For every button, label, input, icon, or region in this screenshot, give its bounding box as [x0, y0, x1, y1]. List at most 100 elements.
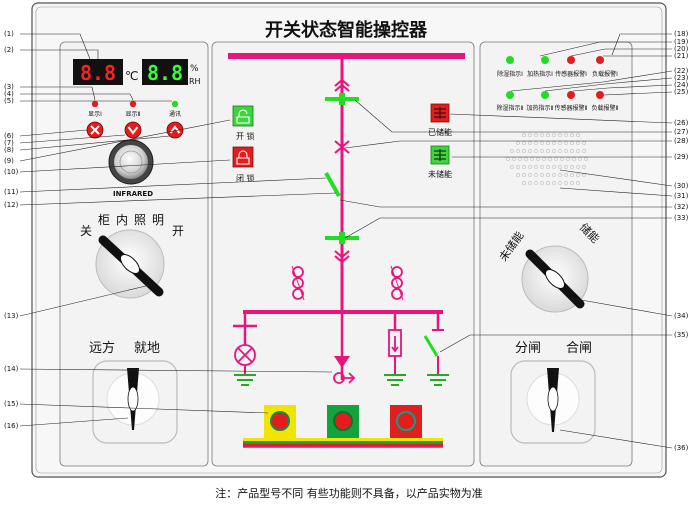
speaker-grille: [506, 133, 588, 185]
status-light-red: [390, 405, 422, 438]
set-button[interactable]: [86, 121, 104, 139]
down-button[interactable]: [124, 121, 142, 139]
spring-icon: [434, 149, 446, 161]
energy-storage-switch-knob[interactable]: [521, 245, 589, 313]
callout-label: (25): [674, 88, 689, 96]
callout-label: (10): [4, 168, 19, 176]
display-2-led: [129, 100, 137, 108]
temperature-unit: ℃: [125, 69, 138, 83]
grille-hole: [558, 173, 562, 177]
callout-label: (35): [674, 331, 689, 339]
cross-icon: [90, 125, 100, 135]
grille-hole: [546, 149, 550, 153]
callout-label: (16): [4, 422, 19, 430]
grille-hole: [576, 181, 580, 185]
grille-hole: [534, 173, 538, 177]
grille-hole: [510, 149, 514, 153]
remote-label: 远方: [89, 340, 115, 356]
grille-hole: [558, 149, 562, 153]
grille-hole: [534, 165, 538, 169]
grille-hole: [530, 157, 534, 161]
display-2-label: 显示Ⅱ: [126, 111, 141, 118]
breaker-cross-icon: [334, 140, 350, 154]
grille-hole: [576, 141, 580, 145]
grille-hole: [570, 141, 574, 145]
upper-plug-icon: [334, 78, 350, 92]
remote-local-switch-knob[interactable]: [92, 360, 178, 444]
grille-hole: [534, 141, 538, 145]
comm-label: 通讯: [169, 110, 181, 118]
grille-hole: [558, 133, 562, 137]
grille-hole: [572, 157, 576, 161]
chevron-up-icon: [169, 125, 181, 134]
unlock-label: 开 锁: [236, 131, 255, 141]
dehumid-2-label: 除湿指示Ⅱ: [497, 104, 524, 112]
sensor-alarm-2-label: 传感器报警Ⅱ: [555, 104, 588, 112]
callout-label: (5): [4, 97, 14, 105]
grille-hole: [516, 149, 520, 153]
load-alarm-1-label: 负载报警Ⅰ: [592, 70, 618, 78]
grille-hole: [582, 141, 586, 145]
display-1-led: [91, 100, 99, 108]
callout-label: (1): [4, 30, 14, 38]
callout-label: (12): [4, 201, 19, 209]
humidity-display-value: 8.8: [147, 61, 183, 85]
grille-hole: [560, 157, 564, 161]
load-alarm-1-led: [596, 56, 604, 64]
grille-hole: [522, 149, 526, 153]
callout-label: (19): [674, 38, 689, 46]
grille-hole: [552, 165, 556, 169]
cable-terminal-icon: [333, 372, 356, 384]
grille-hole: [540, 133, 544, 137]
grille-hole: [576, 149, 580, 153]
comm-led: [171, 100, 179, 108]
ground-icon: [384, 374, 406, 386]
humidity-display: [142, 59, 188, 85]
grille-hole: [558, 141, 562, 145]
grille-hole: [582, 149, 586, 153]
ground-icon: [427, 374, 449, 386]
grille-hole: [570, 173, 574, 177]
unlock-button[interactable]: [232, 105, 254, 127]
unlock-icon: [236, 109, 250, 124]
callouts-left: (1) (2) (3) (4) (5) (6) (7) (8) (9) (10)…: [4, 30, 19, 430]
callouts-right: (18) (19) (20) (21) (22) (23) (24) (25) …: [674, 30, 689, 452]
grille-hole: [534, 133, 538, 137]
humidity-unit-rh: RH: [189, 77, 201, 86]
light-on-label: 开: [172, 224, 184, 238]
callout-label: (2): [4, 46, 14, 54]
current-transformer-left: [291, 265, 305, 301]
callout-label: (30): [674, 182, 689, 190]
grille-hole: [564, 141, 568, 145]
grille-hole: [576, 133, 580, 137]
earthing-switch-blade: [423, 335, 439, 357]
open-label: 分闸: [515, 341, 541, 356]
grille-hole: [570, 133, 574, 137]
callout-label: (27): [674, 128, 689, 136]
grille-hole: [512, 157, 516, 161]
grille-hole: [528, 165, 532, 169]
lock-button[interactable]: [232, 146, 254, 168]
lighting-switch-knob[interactable]: [95, 229, 165, 299]
callout-label: (22): [674, 67, 689, 75]
grille-hole: [554, 157, 558, 161]
grille-hole: [566, 157, 570, 161]
energy-not-stored-label: 未储能: [428, 169, 452, 179]
callout-label: (13): [4, 312, 19, 320]
current-transformer-right: [390, 265, 404, 301]
main-busbar: [228, 53, 465, 59]
up-button[interactable]: [166, 121, 184, 139]
grille-hole: [578, 157, 582, 161]
grille-hole: [570, 181, 574, 185]
heat-2-label: 加热指示Ⅱ: [527, 104, 554, 112]
grille-hole: [564, 181, 568, 185]
grille-hole: [528, 173, 532, 177]
grille-hole: [552, 149, 556, 153]
open-close-switch-knob[interactable]: [510, 360, 596, 444]
grille-hole: [546, 165, 550, 169]
callout-label: (20): [674, 45, 689, 53]
light-off-label: 关: [80, 224, 92, 238]
grille-hole: [522, 141, 526, 145]
sensor-alarm-2-led: [567, 91, 575, 99]
